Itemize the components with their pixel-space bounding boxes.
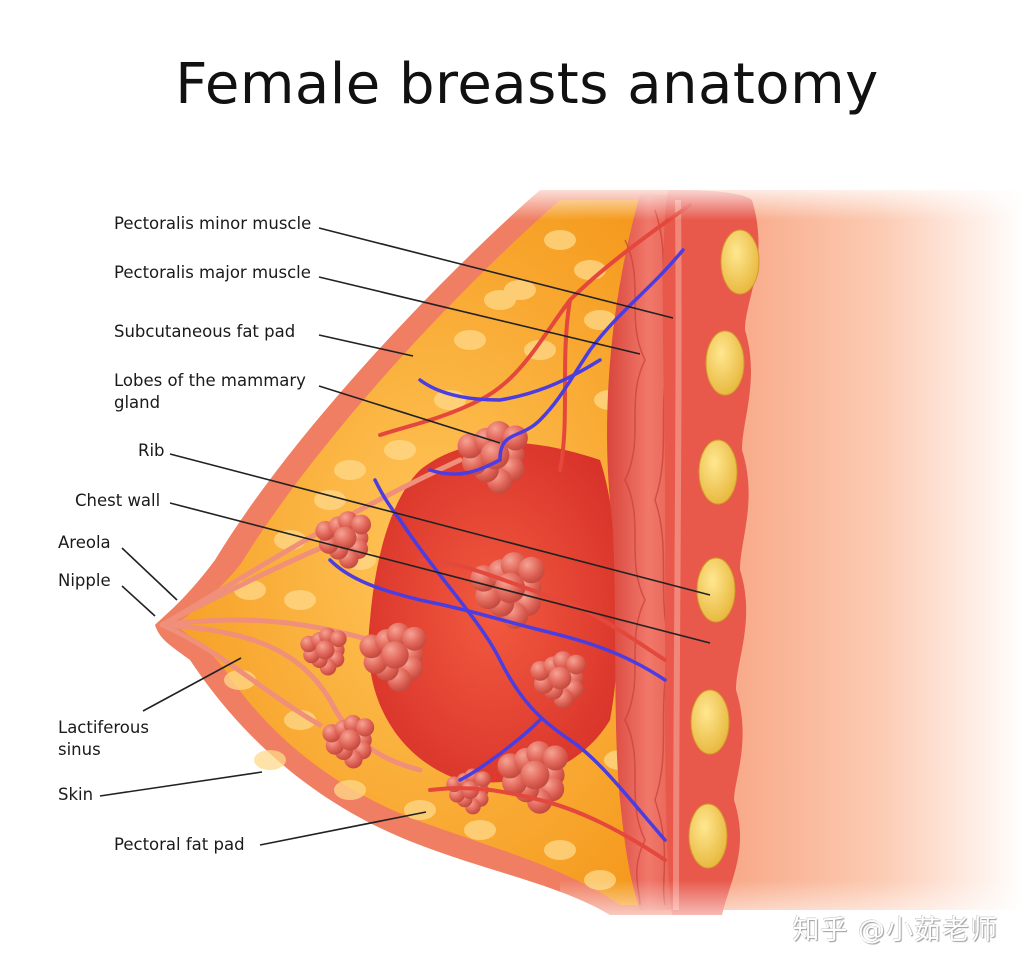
label-pectoralis-minor-muscle: Pectoralis minor muscle	[114, 214, 312, 233]
lobule	[351, 514, 371, 535]
label-rib: Rib	[138, 441, 165, 460]
lobule	[566, 654, 586, 675]
page-title: Female breasts anatomy	[175, 52, 879, 117]
leader-pectoralis-minor	[318, 227, 674, 319]
leader-nipple	[121, 585, 156, 617]
fat-globule	[454, 330, 486, 350]
leader-lactiferous	[142, 657, 242, 712]
arteries	[378, 203, 692, 862]
lobule	[355, 718, 375, 737]
fat-globule	[544, 230, 576, 250]
lobule	[333, 526, 357, 550]
chest-background	[700, 190, 1024, 910]
fat-globule	[464, 820, 496, 840]
fat-globule	[284, 590, 316, 610]
leader-pectoral-fat	[259, 811, 427, 846]
label-nipple: Nipple	[58, 571, 111, 590]
lobule	[542, 745, 568, 771]
lobule	[402, 626, 427, 651]
lobule	[480, 440, 510, 470]
rib-bone	[696, 557, 736, 623]
fat-globule	[404, 800, 436, 820]
leader-subcutaneous-fat	[318, 334, 414, 357]
chest-wall-highlight	[673, 199, 682, 911]
label-lobes-of-mammary-gland: Lobes of the mammary	[114, 371, 306, 390]
ribs	[688, 229, 760, 869]
fat-globule	[334, 780, 366, 800]
lobule	[315, 640, 335, 660]
fat-globule	[544, 840, 576, 860]
veins	[328, 248, 685, 842]
label-lactiferous-sinus-line2: sinus	[58, 740, 101, 759]
lactiferous-ducts	[159, 457, 463, 773]
rib-bone	[690, 689, 730, 755]
lobule	[548, 666, 572, 690]
leader-pectoralis-major	[318, 276, 641, 355]
rib-bone	[705, 330, 745, 396]
lobule	[475, 771, 491, 788]
label-lobes-of-mammary-gland-line2: gland	[114, 393, 161, 412]
label-areola: Areola	[58, 533, 111, 552]
leader-lines	[99, 227, 711, 846]
lobule	[381, 641, 409, 669]
leader-skin	[99, 771, 263, 797]
rib-bone	[720, 229, 760, 295]
label-skin: Skin	[58, 785, 94, 804]
fat-globule	[314, 490, 346, 510]
label-lactiferous-sinus: Lactiferous	[58, 718, 149, 737]
fat-globule	[584, 310, 616, 330]
lobule	[518, 556, 545, 584]
rib-bone	[688, 803, 728, 869]
leader-areola	[121, 547, 178, 601]
label-pectoralis-major-muscle: Pectoralis major muscle	[114, 263, 311, 282]
fat-globule	[334, 460, 366, 480]
lobule	[330, 630, 347, 648]
leader-rib	[169, 453, 711, 596]
mammary-lobules	[300, 421, 586, 815]
leader-chest-wall	[169, 502, 711, 644]
lobule	[339, 729, 361, 751]
label-subcutaneous-fat-pad: Subcutaneous fat pad	[114, 322, 296, 341]
fat-globule	[384, 440, 416, 460]
leader-lobes	[318, 385, 501, 444]
rib-bone	[698, 439, 738, 505]
fat-globule	[254, 750, 286, 770]
label-chest-wall: Chest wall	[75, 491, 161, 510]
label-pectoral-fat-pad: Pectoral fat pad	[114, 835, 245, 854]
fat-globule	[484, 290, 516, 310]
watermark: 知乎 @小茹老师	[792, 915, 998, 946]
lobule	[520, 760, 550, 790]
